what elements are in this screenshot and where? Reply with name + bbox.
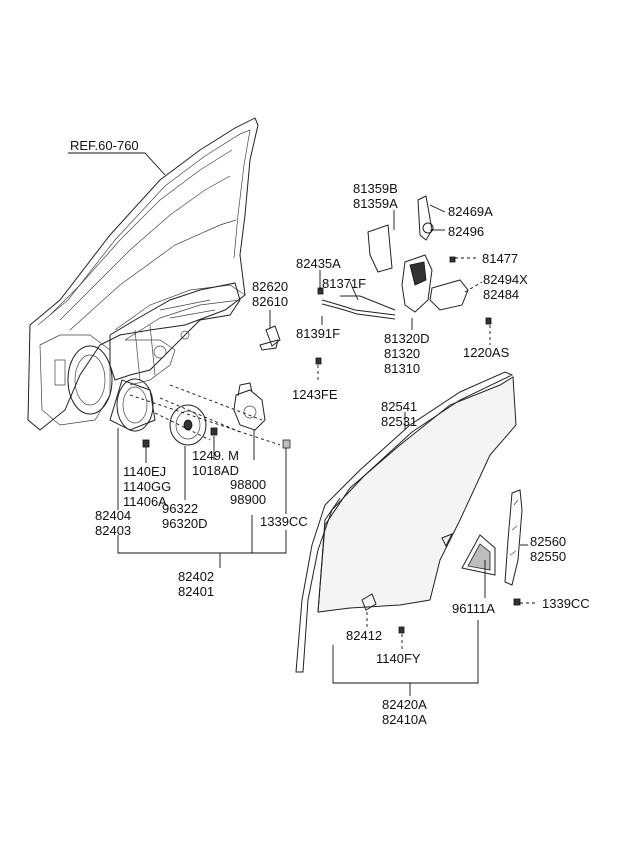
door-frame	[27, 117, 259, 431]
glass-bracket	[361, 593, 377, 611]
part-number: 82494X	[483, 272, 528, 287]
part-label-82420A: 82420A 82410A	[382, 697, 427, 727]
part-number: 81359A	[353, 196, 398, 211]
part-label-82494X: 82494X 82484	[483, 272, 528, 302]
part-number: 82484	[483, 287, 520, 302]
part-label-82402: 82402 82401	[178, 569, 214, 599]
part-label-81359: 81359B 81359A	[353, 181, 398, 211]
part-number: 82541	[381, 399, 418, 414]
part-number: 81310	[384, 361, 421, 376]
regulator-motor	[233, 382, 266, 431]
part-number: 81359B	[353, 181, 398, 196]
part-number: 11406A	[123, 494, 167, 509]
speaker	[169, 404, 207, 446]
part-number: 98900	[230, 492, 267, 507]
regulator-assembly	[109, 282, 241, 432]
part-number: 1249. M	[192, 448, 239, 463]
part-number: 96320D	[162, 516, 208, 531]
part-number: 1018AD	[192, 463, 239, 478]
part-label-96322: 96322 96320D	[162, 501, 208, 531]
rods	[321, 295, 396, 320]
part-number: 81320	[384, 346, 421, 361]
part-label-1140EJ: 1140EJ 1140GG 11406A	[123, 464, 171, 509]
delta-patch	[441, 533, 496, 576]
part-number: 82560	[530, 534, 567, 549]
leader-lines	[68, 152, 538, 696]
part-number: 82420A	[382, 697, 427, 712]
part-number: 82401	[178, 584, 215, 599]
part-number: 82620	[252, 279, 289, 294]
part-number: 82410A	[382, 712, 427, 727]
part-number: 96322	[162, 501, 199, 516]
part-label-82404: 82404 82403	[95, 508, 131, 538]
fasteners	[142, 256, 521, 634]
part-number: 1140EJ	[123, 464, 167, 479]
part-label-96111A: 96111A	[452, 601, 495, 616]
glass-run-channel	[295, 371, 514, 673]
part-label-82541: 82541 82531	[381, 399, 417, 429]
part-label-1339CC-b: 1339CC	[542, 596, 590, 611]
part-number: 98800	[230, 477, 267, 492]
part-number: 82610	[252, 294, 289, 309]
part-label-1243FE: 1243FE	[292, 387, 338, 402]
part-label-82412: 82412	[346, 628, 383, 643]
part-label-82496: 82496	[448, 224, 485, 239]
rear-channel	[504, 489, 523, 586]
part-number: 81320D	[384, 331, 430, 346]
part-label-82435A: 82435A	[296, 256, 341, 271]
part-number: 82531	[381, 414, 418, 429]
door-glass	[317, 376, 517, 613]
part-label-81371F: 81371F	[322, 276, 367, 291]
part-label-1220AS: 1220AS	[463, 345, 510, 360]
latch-assembly	[367, 195, 469, 313]
outside-handle	[259, 325, 281, 351]
ref-label: REF.60-760	[70, 138, 139, 153]
part-label-81477: 81477	[482, 251, 519, 266]
part-number: 82404	[95, 508, 132, 523]
part-number: 82550	[530, 549, 567, 564]
part-label-1249M: 1249. M 1018AD	[192, 448, 239, 478]
part-label-81391F: 81391F	[296, 326, 341, 341]
part-label-82560: 82560 82550	[530, 534, 566, 564]
part-number: 82402	[178, 569, 215, 584]
part-label-82620: 82620 82610	[252, 279, 288, 309]
part-label-81320: 81320D 81320 81310	[384, 331, 430, 376]
part-number: 1140GG	[123, 479, 172, 494]
part-number: 82403	[95, 523, 132, 538]
part-label-98800: 98800 98900	[230, 477, 266, 507]
part-label-82469A: 82469A	[448, 204, 493, 219]
part-label-1140FY: 1140FY	[376, 651, 421, 666]
part-label-1339CC-a: 1339CC	[260, 514, 308, 529]
